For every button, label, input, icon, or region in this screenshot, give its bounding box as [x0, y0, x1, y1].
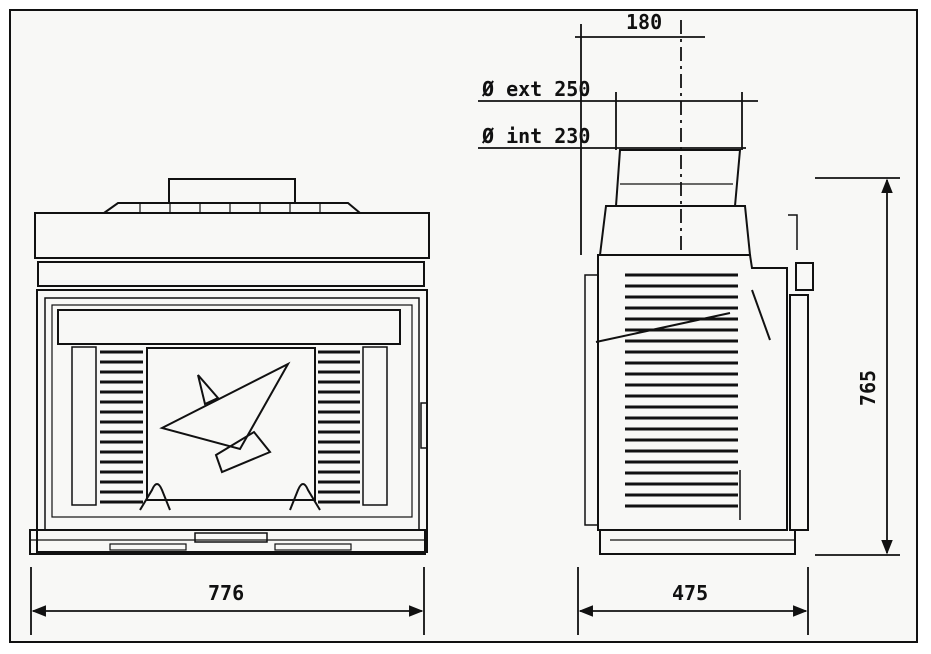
side-base	[599, 530, 796, 555]
front-right-louvres	[318, 350, 360, 504]
right-andiron	[289, 483, 321, 511]
side-flue-pipe	[615, 149, 742, 207]
left-andiron	[139, 483, 171, 511]
flue-offset-label: 180	[626, 10, 662, 34]
side-louvres	[625, 273, 738, 508]
front-lintel	[57, 309, 401, 345]
front-glass-window	[146, 347, 316, 501]
front-left-louvres	[100, 350, 143, 504]
side-body	[597, 254, 788, 531]
height-label: 765	[856, 370, 880, 406]
ext-diameter-label: Ø ext 250	[481, 77, 590, 101]
side-door-profile	[789, 294, 809, 531]
int-diameter-label: Ø int 230	[481, 124, 590, 148]
dimension-lines	[30, 20, 900, 635]
front-flue-collar	[168, 178, 296, 204]
front-top-cap	[100, 202, 363, 214]
front-base	[29, 529, 426, 555]
depth-label: 475	[672, 581, 708, 605]
side-view	[584, 149, 814, 555]
drawing-frame	[9, 9, 918, 643]
width-label: 776	[208, 581, 244, 605]
front-top-band	[37, 261, 425, 287]
front-upper-body	[34, 212, 430, 259]
side-hood	[598, 205, 752, 256]
front-view	[29, 178, 430, 555]
front-decal	[159, 361, 291, 474]
